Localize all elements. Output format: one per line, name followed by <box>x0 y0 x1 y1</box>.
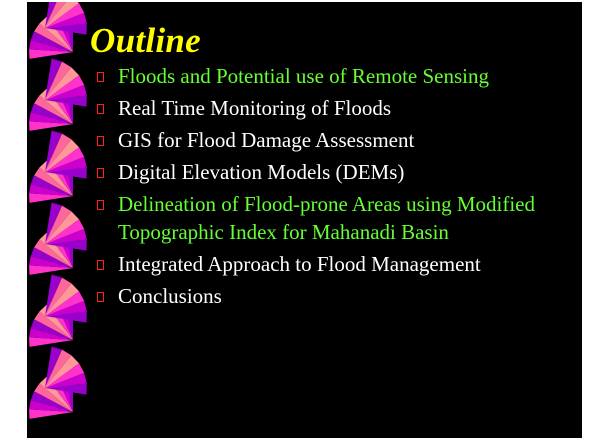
hollow-square-bullet-icon <box>97 260 104 270</box>
ribbon-segment <box>29 58 87 131</box>
ribbon-segment <box>29 274 87 347</box>
outline-item: Integrated Approach to Flood Management <box>95 250 580 278</box>
outline-item-text: Digital Elevation Models (DEMs) <box>118 160 405 184</box>
pinwheel-ribbon-decoration <box>29 2 87 419</box>
hollow-square-bullet-icon <box>97 168 104 178</box>
outline-item: Conclusions <box>95 282 580 310</box>
slide-title: Outline <box>90 21 202 60</box>
outline-item-text: GIS for Flood Damage Assessment <box>118 128 415 152</box>
outline-item: GIS for Flood Damage Assessment <box>95 126 580 154</box>
ribbon-segment <box>29 346 87 419</box>
hollow-square-bullet-icon <box>97 104 104 114</box>
outline-item-text: Delineation of Flood-prone Areas using M… <box>118 192 536 244</box>
outline-item-text: Floods and Potential use of Remote Sensi… <box>118 64 489 88</box>
ribbon-segment <box>29 2 87 59</box>
outline-item: Digital Elevation Models (DEMs) <box>95 158 580 186</box>
outline-item-text: Real Time Monitoring of Floods <box>118 96 392 120</box>
outline-item-text: Integrated Approach to Flood Management <box>118 252 481 276</box>
outline-item-text: Conclusions <box>118 284 222 308</box>
outline-item: Real Time Monitoring of Floods <box>95 94 580 122</box>
outline-item: Floods and Potential use of Remote Sensi… <box>95 62 580 90</box>
ribbon-segment <box>29 202 87 275</box>
hollow-square-bullet-icon <box>97 200 104 210</box>
hollow-square-bullet-icon <box>97 292 104 302</box>
ribbon-segment <box>29 130 87 203</box>
outline-item: Delineation of Flood-prone Areas using M… <box>95 190 580 246</box>
hollow-square-bullet-icon <box>97 136 104 146</box>
hollow-square-bullet-icon <box>97 72 104 82</box>
outline-list: Floods and Potential use of Remote Sensi… <box>95 55 580 314</box>
slide: Outline Floods and Potential use of Remo… <box>27 2 582 438</box>
